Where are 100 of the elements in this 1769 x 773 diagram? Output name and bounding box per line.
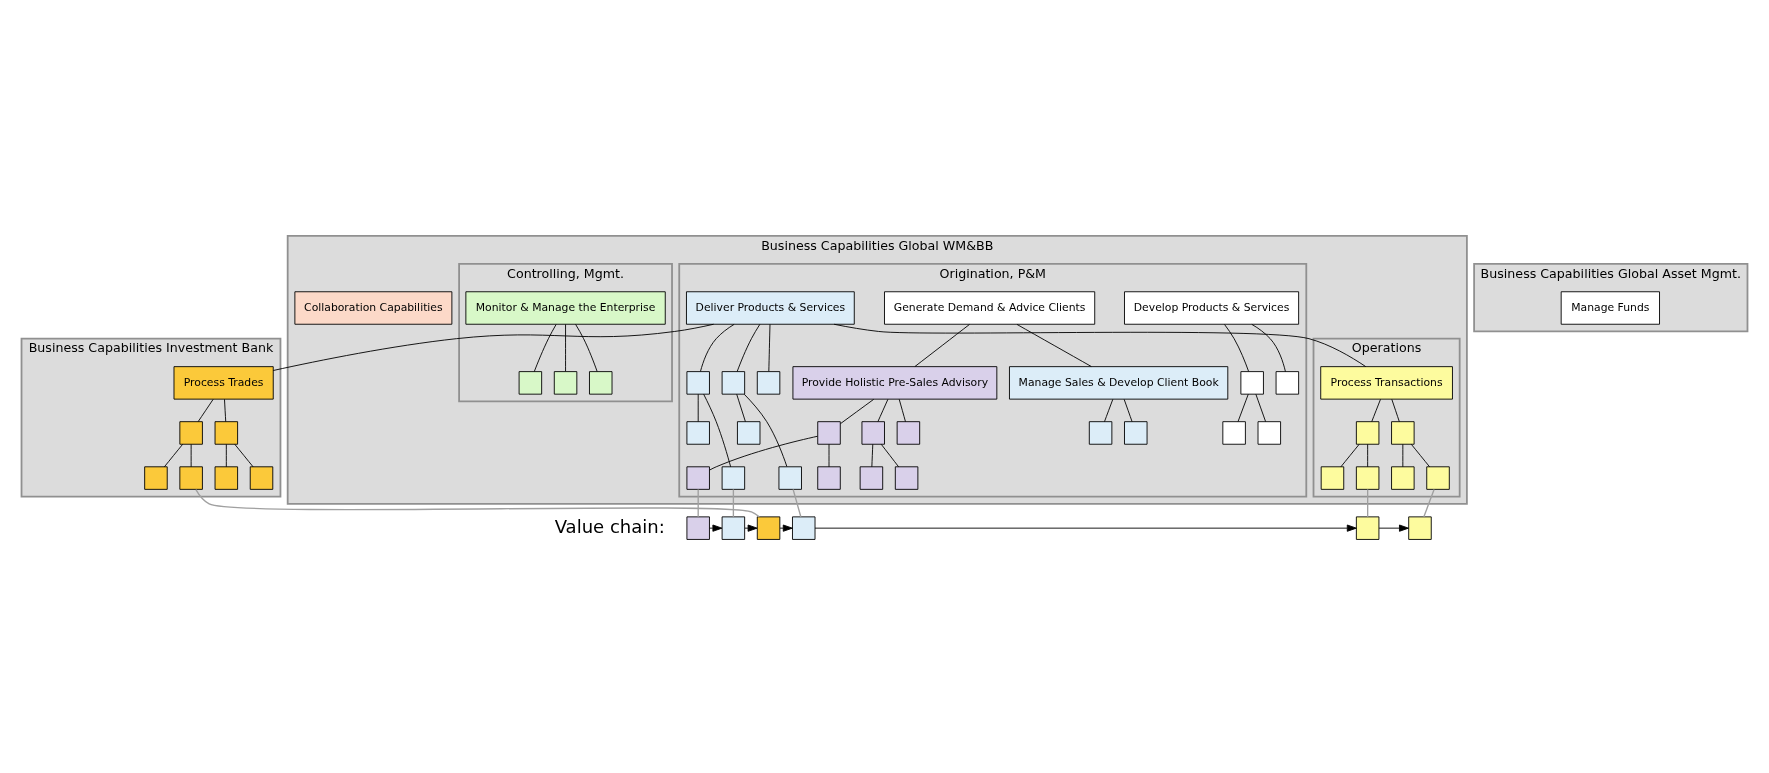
node-box: Manage Funds <box>1560 291 1660 325</box>
node-box <box>214 466 239 490</box>
connector <box>225 443 227 468</box>
connector <box>1251 323 1286 373</box>
connector <box>898 398 906 423</box>
node-box: Monitor & Manage the Enterprise <box>465 291 666 325</box>
connector <box>840 398 875 425</box>
connector <box>1366 488 1369 518</box>
node-box <box>179 421 203 445</box>
node-box <box>1257 421 1282 445</box>
connector <box>1123 398 1133 423</box>
node-box <box>553 371 578 395</box>
arrow <box>779 524 793 532</box>
node-box <box>756 516 781 540</box>
node-box <box>686 371 710 395</box>
connector <box>880 443 900 468</box>
node-box <box>1275 371 1300 395</box>
connector <box>1104 398 1114 423</box>
connector <box>828 443 830 468</box>
label: Value chain: <box>554 515 665 537</box>
node-box <box>686 421 710 445</box>
node-box <box>249 466 274 490</box>
connector <box>224 398 227 423</box>
connector <box>1224 324 1249 372</box>
node-box <box>1124 421 1148 445</box>
connector <box>697 393 699 423</box>
arrow <box>814 524 1357 532</box>
node-box <box>1391 466 1415 490</box>
connector <box>1367 443 1369 468</box>
node-box: Process Transactions <box>1320 366 1453 400</box>
connector <box>575 323 598 372</box>
connector <box>1410 443 1431 468</box>
connector <box>914 323 970 367</box>
node-box <box>896 421 921 445</box>
connector <box>743 393 788 467</box>
node-box <box>861 421 885 445</box>
node-box <box>589 371 613 395</box>
node-box <box>737 421 761 445</box>
node-box <box>721 371 746 395</box>
node-box <box>859 466 884 490</box>
node-box: Collaboration Capabilities <box>294 291 453 325</box>
connector <box>1423 488 1435 518</box>
node-box: Deliver Products & Services <box>686 291 855 325</box>
connector <box>703 393 732 468</box>
connector <box>195 488 760 518</box>
node-box <box>817 466 841 490</box>
connector <box>1255 393 1267 423</box>
connector <box>533 324 557 372</box>
node-box: Process Trades <box>173 366 274 400</box>
connector <box>736 323 761 372</box>
connector <box>1391 398 1400 423</box>
connector <box>709 435 818 471</box>
connector <box>197 398 214 423</box>
node-box <box>778 466 802 490</box>
node-box <box>214 421 239 445</box>
node-box <box>1355 466 1380 490</box>
node-box <box>1426 466 1450 490</box>
connector <box>792 488 802 518</box>
connector <box>833 323 1367 368</box>
connector <box>1016 323 1092 367</box>
node-box: Generate Demand & Advice Clients <box>884 291 1096 325</box>
node-box <box>792 516 816 540</box>
node-box: Provide Holistic Pre-Sales Advisory <box>792 366 998 400</box>
node-box <box>686 516 710 540</box>
connector <box>700 323 735 372</box>
node-box <box>1355 421 1380 445</box>
connector <box>1371 398 1381 423</box>
node-box <box>817 421 841 445</box>
node-box <box>721 516 746 540</box>
node-box <box>518 371 543 395</box>
node-box <box>1320 466 1345 490</box>
connector <box>272 323 714 371</box>
connector <box>190 443 192 468</box>
node-box <box>179 466 203 490</box>
arrow <box>1378 524 1409 532</box>
connector <box>736 393 746 423</box>
node-box: Manage Sales & Develop Client Book <box>1009 366 1229 400</box>
connector <box>163 443 184 468</box>
node-box <box>1222 421 1246 445</box>
connector <box>768 323 771 372</box>
connector <box>1340 443 1360 468</box>
connector <box>871 443 874 468</box>
connector <box>732 488 735 518</box>
node-box <box>894 466 919 490</box>
connector <box>697 488 699 518</box>
node-box <box>1240 371 1264 395</box>
connector <box>1237 393 1249 423</box>
connector <box>1402 443 1404 468</box>
node-box <box>1355 516 1380 540</box>
node-box: Develop Products & Services <box>1124 291 1300 325</box>
node-box <box>1408 516 1432 540</box>
node-box <box>1088 421 1113 445</box>
node-box <box>1391 421 1415 445</box>
node-box <box>756 371 781 395</box>
node-box <box>144 466 168 490</box>
node-box <box>686 466 710 490</box>
connector <box>877 398 889 423</box>
connector <box>234 443 254 468</box>
node-box <box>721 466 746 490</box>
connector <box>565 323 566 372</box>
